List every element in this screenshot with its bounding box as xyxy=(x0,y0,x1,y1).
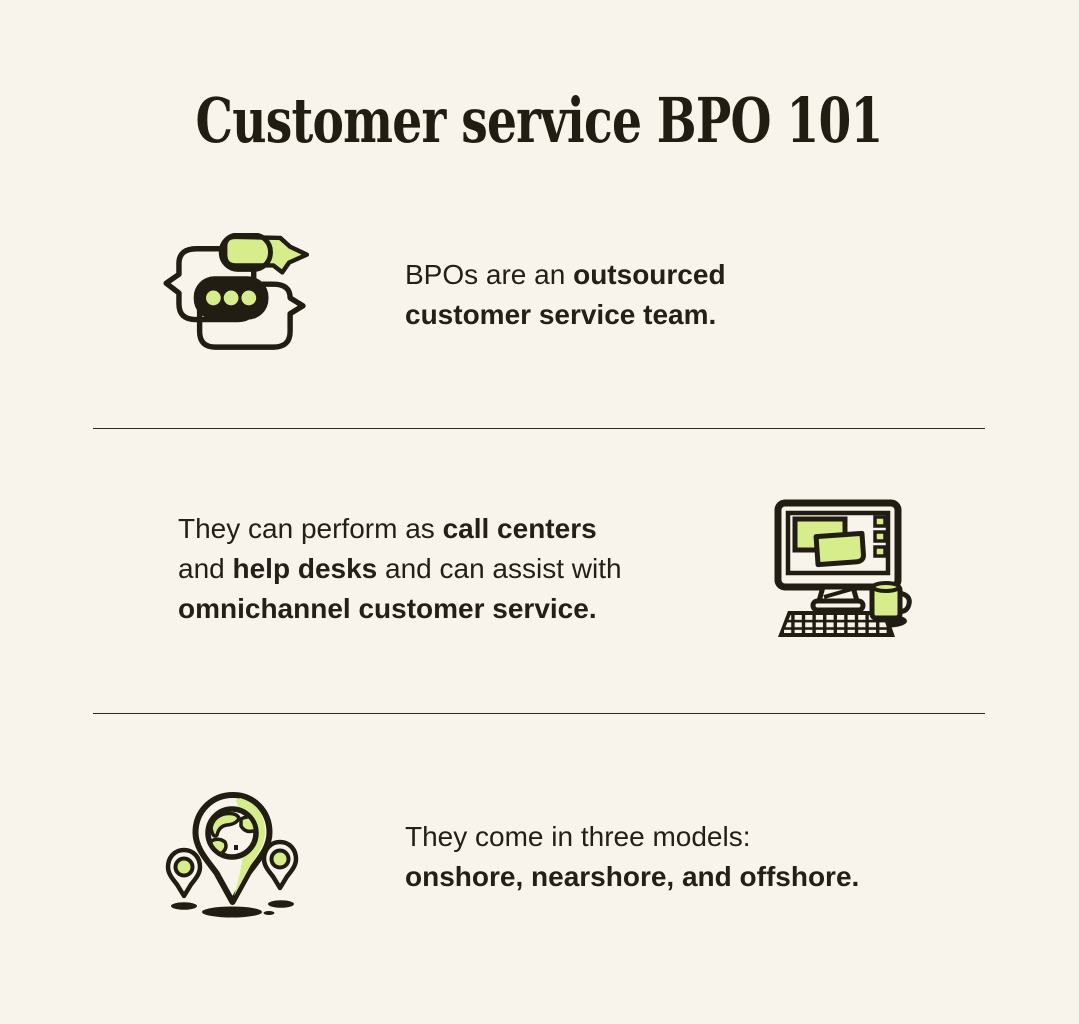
section-models-text: They come in three models: onshore, nears… xyxy=(405,817,859,897)
chat-bubbles-icon xyxy=(163,233,310,350)
pin-shadow xyxy=(171,902,197,910)
screen-menu-square xyxy=(873,515,887,528)
pin-shadow xyxy=(268,900,294,908)
text-segment-bold: onshore, nearshore, and offshore. xyxy=(405,861,860,892)
pin-shadow-dash xyxy=(263,911,275,915)
globe-continents xyxy=(210,811,254,855)
desktop-computer-icon xyxy=(774,499,912,637)
monitor-stand-line xyxy=(823,587,853,599)
pin-center-dot xyxy=(269,848,291,870)
section-channels-text: They can perform as call centers and help… xyxy=(178,509,622,629)
keyboard-keys xyxy=(783,614,889,633)
section-outsourced-text: BPOs are an outsourced customer service t… xyxy=(405,255,726,335)
divider xyxy=(93,428,985,429)
text-segment: and can assist with xyxy=(377,553,622,584)
mug-handle xyxy=(897,590,912,614)
screen-menu-square xyxy=(873,545,887,558)
pin-shadow xyxy=(202,906,262,918)
text-segment: and xyxy=(178,553,233,584)
mug-rim xyxy=(871,581,901,593)
ellipsis-dot xyxy=(206,290,221,306)
location-pins-icon xyxy=(165,792,299,918)
divider xyxy=(93,713,985,714)
monitor-screen xyxy=(785,510,891,576)
page-title-text: Customer service BPO 101 xyxy=(195,84,884,157)
text-segment-bold: help desks xyxy=(232,553,378,584)
speech-capsule-outline xyxy=(218,233,273,272)
text-segment: They come in three models: xyxy=(405,821,751,852)
screen-menu-square xyxy=(873,530,887,543)
text-segment-bold: customer service team. xyxy=(405,299,717,330)
text-segment-bold: call centers xyxy=(442,513,597,544)
screen-window-2 xyxy=(813,530,866,568)
text-segment-bold: omnichannel customer service. xyxy=(178,593,597,624)
ellipsis-dot xyxy=(223,290,239,306)
text-segment-bold: outsourced xyxy=(573,259,726,290)
text-segment: They can perform as xyxy=(178,513,443,544)
monitor-base xyxy=(810,598,866,613)
ellipsis-dot xyxy=(241,290,257,306)
text-segment: BPOs are an xyxy=(405,259,574,290)
page-title: Customer service BPO 101 xyxy=(0,90,1079,152)
pin-center-dot xyxy=(173,856,195,878)
